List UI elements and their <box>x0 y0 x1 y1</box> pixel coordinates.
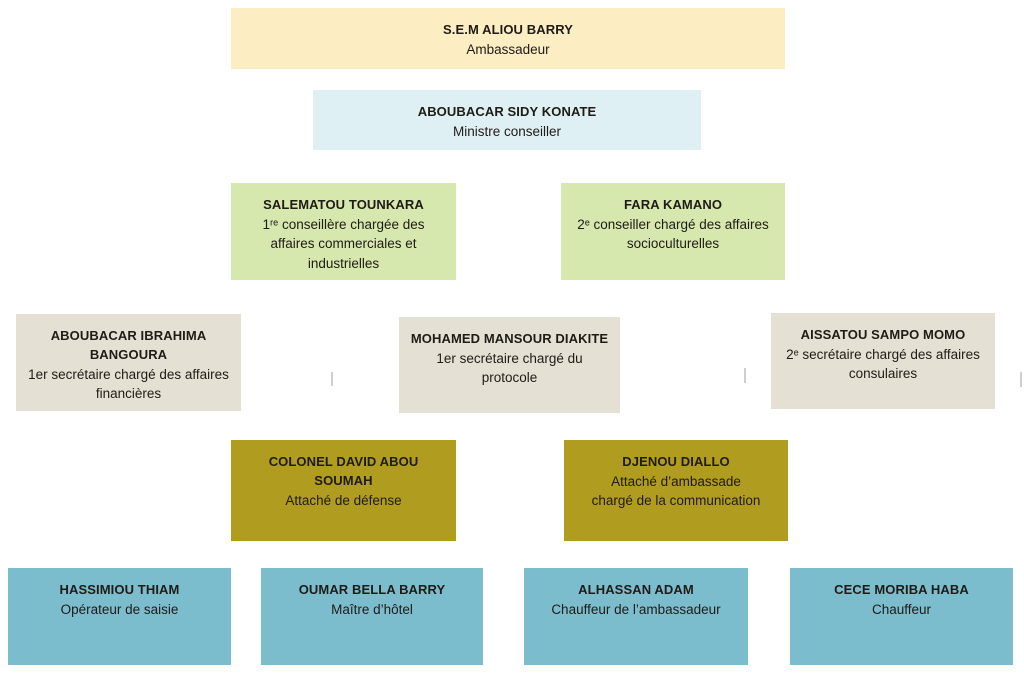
person-name: FARA KAMANO <box>623 197 723 212</box>
person-title: Ambassadeur <box>466 41 550 57</box>
person-name: OUMAR BELLA BARRY <box>298 582 446 597</box>
person-title: Chauffeur de l’ambassadeur <box>551 601 721 617</box>
org-box-counselor-commercial: SALEMATOU TOUNKARA 1ʳᵉ conseillère charg… <box>231 183 456 280</box>
person-title: Attaché de défense <box>285 492 402 508</box>
person-name: ALHASSAN ADAM <box>578 582 694 597</box>
org-box-ambassador: S.E.M ALIOU BARRY Ambassadeur <box>231 8 785 69</box>
person-title: Ministre conseiller <box>452 123 562 139</box>
person-title: Attaché d’ambassade chargé de la communi… <box>591 473 761 509</box>
org-box-communication-attache: DJENOU DIALLO Attaché d’ambassade chargé… <box>564 440 788 541</box>
person-title: Maître d’hôtel <box>331 601 413 617</box>
person-title: Chauffeur <box>871 601 932 617</box>
person-name: CECE MORIBA HABA <box>834 582 969 597</box>
org-box-defense-attache: COLONEL DAVID ABOU SOUMAH Attaché de déf… <box>231 440 456 541</box>
person-title: 1er secrétaire chargé du protocole <box>436 350 583 386</box>
person-title: 1er secrétaire chargé des affaires finan… <box>28 366 229 402</box>
person-name: ABOUBACAR IBRAHIMA BANGOURA <box>50 328 207 362</box>
person-name: AISSATOU SAMPO MOMO <box>800 327 966 342</box>
org-box-secretary-financial: ABOUBACAR IBRAHIMA BANGOURA 1er secrétai… <box>16 314 241 411</box>
person-name: S.E.M ALIOU BARRY <box>442 22 574 37</box>
org-box-ambassador-driver: ALHASSAN ADAM Chauffeur de l’ambassadeur <box>524 568 748 665</box>
org-box-secretary-protocol: MOHAMED MANSOUR DIAKITE 1er secrétaire c… <box>399 317 620 413</box>
person-title: Opérateur de saisie <box>60 601 179 617</box>
connector-tick <box>331 372 333 386</box>
org-box-driver: CECE MORIBA HABA Chauffeur <box>790 568 1013 665</box>
person-name: HASSIMIOU THIAM <box>59 582 180 597</box>
person-name: DJENOU DIALLO <box>622 454 730 469</box>
person-name: SALEMATOU TOUNKARA <box>263 197 424 212</box>
org-box-counselor-sociocultural: FARA KAMANO 2ᵉ conseiller chargé des aff… <box>561 183 785 280</box>
org-box-data-entry-operator: HASSIMIOU THIAM Opérateur de saisie <box>8 568 231 665</box>
person-title: 2ᵉ conseiller chargé des affaires socioc… <box>577 216 769 252</box>
person-title: 2ᵉ secrétaire chargé des affaires consul… <box>786 346 980 382</box>
connector-tick <box>744 368 746 383</box>
org-box-minister-counselor: ABOUBACAR SIDY KONATE Ministre conseille… <box>313 90 701 150</box>
person-title: 1ʳᵉ conseillère chargée des affaires com… <box>262 216 425 271</box>
org-box-secretary-consular: AISSATOU SAMPO MOMO 2ᵉ secrétaire chargé… <box>771 313 995 409</box>
connector-tick <box>1020 372 1022 387</box>
person-name: MOHAMED MANSOUR DIAKITE <box>410 331 609 346</box>
person-name: COLONEL DAVID ABOU SOUMAH <box>268 454 419 488</box>
org-box-maitre-hotel: OUMAR BELLA BARRY Maître d’hôtel <box>261 568 483 665</box>
person-name: ABOUBACAR SIDY KONATE <box>417 104 597 119</box>
